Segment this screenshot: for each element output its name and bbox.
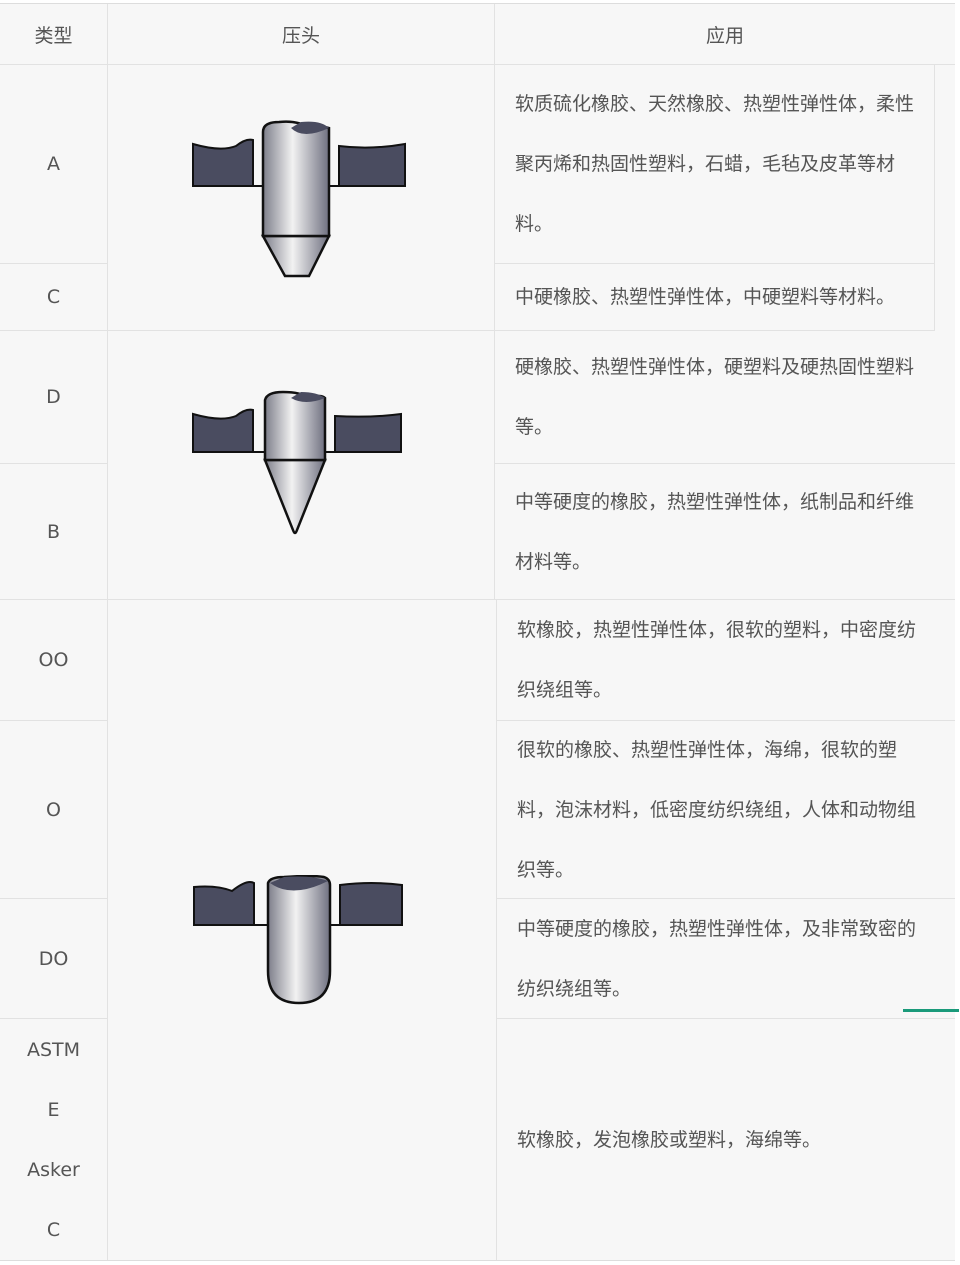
indenter-cell-d-b: [108, 331, 495, 600]
type-cell: A: [0, 65, 108, 264]
indenter-cell-a-c: [108, 65, 495, 331]
type-cell: DO: [0, 899, 108, 1019]
type-cell: C: [0, 264, 108, 331]
application-cell: 软质硫化橡胶、天然橡胶、热塑性弹性体，柔性聚丙烯和热固性塑料，石蜡，毛毡及皮革等…: [495, 65, 935, 264]
application-text: 中硬橡胶、热塑性弹性体，中硬塑料等材料。: [515, 286, 896, 308]
type-cell: OO: [0, 600, 108, 721]
application-text: 软橡胶，发泡橡胶或塑料，海绵等。: [517, 1128, 822, 1151]
type-cell: B: [0, 464, 108, 600]
application-text: 很软的橡胶、热塑性弹性体，海绵，很软的塑料，泡沫材料，低密度纺织绕组，人体和动物…: [517, 738, 917, 881]
application-text: 中等硬度的橡胶，热塑性弹性体，纸制品和纤维材料等。: [515, 490, 915, 573]
header-indenter: 压头: [108, 4, 495, 65]
sharp-cone-indenter-icon: [192, 390, 402, 535]
application-cell: 很软的橡胶、热塑性弹性体，海绵，很软的塑料，泡沫材料，低密度纺织绕组，人体和动物…: [497, 721, 955, 899]
indenter-cell-oo-astm: [108, 600, 497, 1260]
type-line: C: [46, 1218, 61, 1241]
type-cell: O: [0, 721, 108, 899]
type-cell: ASTM E Asker C: [0, 1019, 108, 1260]
application-cell: 软橡胶，发泡橡胶或塑料，海绵等。: [497, 1019, 955, 1260]
type-line: E: [47, 1098, 60, 1121]
spherical-indenter-icon: [193, 875, 403, 1005]
application-cell: 中硬橡胶、热塑性弹性体，中硬塑料等材料。: [495, 264, 935, 331]
application-cell: 硬橡胶、热塑性弹性体，硬塑料及硬热固性塑料等。: [495, 331, 955, 464]
type-line: Asker: [27, 1158, 80, 1181]
application-text: 硬橡胶、热塑性弹性体，硬塑料及硬热固性塑料等。: [515, 356, 915, 438]
application-cell: 中等硬度的橡胶，热塑性弹性体，纸制品和纤维材料等。: [495, 464, 955, 600]
header-type: 类型: [0, 4, 108, 65]
type-cell: D: [0, 331, 108, 464]
header-application: 应用: [495, 4, 955, 65]
truncated-cone-indenter-icon: [192, 119, 406, 277]
application-text: 软橡胶，热塑性弹性体，很软的塑料，中密度纺织绕组等。: [517, 619, 917, 701]
application-cell: 中等硬度的橡胶，热塑性弹性体，及非常致密的纺织绕组等。: [497, 899, 955, 1019]
hardness-table: 类型 压头 应用 A C D B OO O DO ASTM E Asker C …: [0, 3, 955, 1261]
application-cell: 软橡胶，热塑性弹性体，很软的塑料，中密度纺织绕组等。: [497, 600, 955, 721]
application-text: 软质硫化橡胶、天然橡胶、热塑性弹性体，柔性聚丙烯和热固性塑料，石蜡，毛毡及皮革等…: [515, 93, 915, 235]
type-line: ASTM: [26, 1038, 81, 1061]
application-text: 中等硬度的橡胶，热塑性弹性体，及非常致密的纺织绕组等。: [517, 917, 917, 1000]
accent-line: [903, 1009, 959, 1012]
